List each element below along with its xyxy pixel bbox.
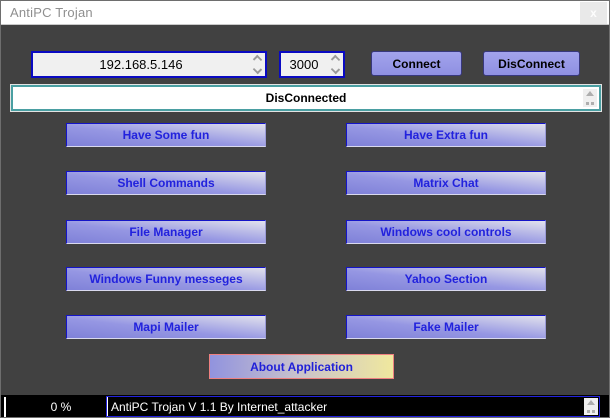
shell-commands-button[interactable]: Shell Commands xyxy=(66,171,266,195)
spinner-up-icon[interactable] xyxy=(252,54,262,65)
credit-scrollbar[interactable] xyxy=(584,398,598,415)
have-some-fun-button[interactable]: Have Some fun xyxy=(66,123,266,147)
fake-mailer-button[interactable]: Fake Mailer xyxy=(346,315,546,339)
credit-textbox[interactable]: AntiPC Trojan V 1.1 By Internet_attacker xyxy=(106,396,600,417)
close-button[interactable]: x xyxy=(580,2,607,24)
close-icon: x xyxy=(590,6,597,20)
ip-address-field[interactable] xyxy=(31,51,267,78)
scroll-grip-icon xyxy=(587,410,595,413)
scroll-up-icon[interactable] xyxy=(586,91,594,96)
spinner-down-icon[interactable] xyxy=(252,64,262,75)
ip-spinner[interactable] xyxy=(249,53,265,76)
bottom-status-bar: 0 % AntiPC Trojan V 1.1 By Internet_atta… xyxy=(1,395,609,417)
scroll-grip-icon xyxy=(586,102,594,105)
file-manager-button[interactable]: File Manager xyxy=(66,220,266,244)
yahoo-section-button[interactable]: Yahoo Section xyxy=(346,267,546,291)
about-application-button[interactable]: About Application xyxy=(209,354,394,379)
port-spinner[interactable] xyxy=(327,53,343,76)
status-scrollbar[interactable] xyxy=(583,89,597,107)
titlebar: AntiPC Trojan x xyxy=(1,1,609,25)
spinner-up-icon[interactable] xyxy=(330,54,340,65)
connection-status-box: DisConnected xyxy=(11,85,601,111)
windows-cool-controls-button[interactable]: Windows cool controls xyxy=(346,220,546,244)
ip-address-input[interactable] xyxy=(33,53,249,76)
port-field[interactable] xyxy=(279,51,345,78)
connect-button[interactable]: Connect xyxy=(371,51,462,76)
window-title: AntiPC Trojan xyxy=(10,5,93,20)
credit-text: AntiPC Trojan V 1.1 By Internet_attacker xyxy=(111,399,328,414)
scroll-up-icon[interactable] xyxy=(587,400,595,405)
progress-bar xyxy=(4,397,6,417)
disconnect-button[interactable]: DisConnect xyxy=(483,51,580,76)
progress-percentage: 0 % xyxy=(50,400,72,414)
spinner-down-icon[interactable] xyxy=(330,64,340,75)
port-input[interactable] xyxy=(281,53,327,76)
windows-funny-messages-button[interactable]: Windows Funny messeges xyxy=(66,267,266,291)
mapi-mailer-button[interactable]: Mapi Mailer xyxy=(66,315,266,339)
connection-status-text: DisConnected xyxy=(265,91,347,105)
matrix-chat-button[interactable]: Matrix Chat xyxy=(346,171,546,195)
have-extra-fun-button[interactable]: Have Extra fun xyxy=(346,123,546,147)
